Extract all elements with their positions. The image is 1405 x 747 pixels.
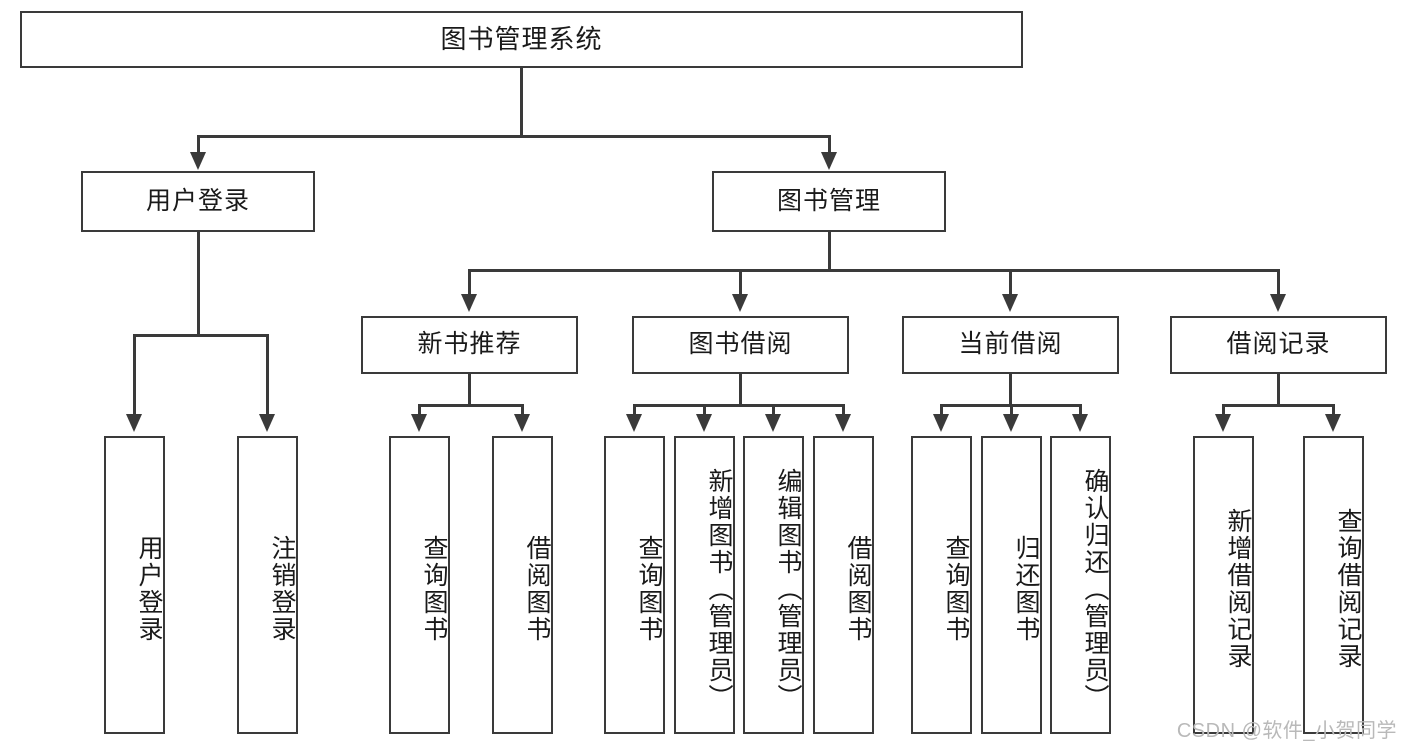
edge-book-borrow-leaf-0	[633, 404, 636, 418]
edge-new-book-recommend-bus	[418, 404, 524, 407]
edge-current-borrow-stem	[1009, 374, 1012, 406]
edge-user-login-to-leaf-1	[266, 334, 269, 418]
edge-current-borrow-leaf-1	[1010, 404, 1013, 418]
node-label: 编辑图书（管理员）	[774, 467, 802, 711]
node-new-book-recommend[interactable]: 新书推荐	[361, 316, 578, 374]
arrowhead-current-borrow-leaf-2	[1072, 414, 1088, 432]
node-label: 借阅图书	[844, 535, 872, 643]
edge-new-book-recommend-leaf-1	[521, 404, 524, 418]
node-label: 新增图书（管理员）	[705, 467, 733, 711]
edge-book-borrow-stem	[739, 374, 742, 406]
node-label: 新增借阅记录	[1224, 508, 1252, 670]
node-label: 查询图书	[635, 535, 663, 643]
node-label: 查询图书	[942, 535, 970, 643]
leaf-new-book-borrow-book[interactable]: 借阅图书	[492, 436, 553, 734]
node-label: 归还图书	[1012, 535, 1040, 643]
edge-borrow-record-stem	[1277, 374, 1280, 406]
arrowhead-to-user-login	[190, 152, 206, 170]
arrowhead-current-borrow-leaf-1	[1003, 414, 1019, 432]
arrowhead-book-borrow-leaf-0	[626, 414, 642, 432]
node-book-borrow[interactable]: 图书借阅	[632, 316, 849, 374]
leaf-book-borrow-edit-book-admin[interactable]: 编辑图书（管理员）	[743, 436, 804, 734]
leaf-book-borrow-add-book-admin[interactable]: 新增图书（管理员）	[674, 436, 735, 734]
edge-current-borrow-leaf-2	[1079, 404, 1082, 418]
edge-root-stem	[520, 68, 523, 136]
edge-root-bus	[197, 135, 831, 138]
edge-root-to-user-login	[197, 135, 200, 157]
node-label: 新书推荐	[417, 330, 522, 359]
edge-user-login-bus	[133, 334, 269, 337]
node-book-management[interactable]: 图书管理	[712, 171, 946, 232]
node-label: 确认归还（管理员）	[1081, 467, 1109, 711]
arrowhead-to-book-management	[821, 152, 837, 170]
arrowhead-new-book-recommend	[461, 294, 477, 312]
node-label: 查询借阅记录	[1334, 508, 1362, 670]
edge-book-management-stem	[828, 232, 831, 272]
node-label: 图书管理系统	[440, 24, 603, 55]
node-root-book-management-system[interactable]: 图书管理系统	[20, 11, 1023, 68]
arrowhead-new-book-recommend-leaf-1	[514, 414, 530, 432]
arrowhead-book-borrow-leaf-1	[696, 414, 712, 432]
arrowhead-book-borrow-leaf-2	[765, 414, 781, 432]
arrowhead-borrow-record-leaf-1	[1325, 414, 1341, 432]
edge-to-current-borrow	[1009, 269, 1012, 297]
edge-user-login-to-leaf-0	[133, 334, 136, 418]
edge-book-borrow-bus	[633, 404, 845, 407]
arrowhead-new-book-recommend-leaf-0	[411, 414, 427, 432]
leaf-user-login-logout[interactable]: 注销登录	[237, 436, 298, 734]
node-label: 用户登录	[145, 186, 250, 215]
edge-book-borrow-leaf-2	[772, 404, 775, 418]
edge-to-new-book-recommend	[468, 269, 471, 297]
leaf-new-book-query-book[interactable]: 查询图书	[389, 436, 450, 734]
node-label: 当前借阅	[958, 330, 1063, 359]
leaf-current-borrow-return-book[interactable]: 归还图书	[981, 436, 1042, 734]
edge-to-book-borrow	[739, 269, 742, 297]
edge-user-login-stem	[197, 232, 200, 336]
leaf-book-borrow-borrow-book[interactable]: 借阅图书	[813, 436, 874, 734]
arrowhead-book-borrow-leaf-3	[835, 414, 851, 432]
edge-new-book-recommend-stem	[468, 374, 471, 406]
edge-root-to-book-management	[828, 135, 831, 157]
arrowhead-current-borrow-leaf-0	[933, 414, 949, 432]
edge-borrow-record-leaf-0	[1222, 404, 1225, 418]
edge-new-book-recommend-leaf-0	[418, 404, 421, 418]
arrowhead-book-borrow	[732, 294, 748, 312]
leaf-book-borrow-query-book[interactable]: 查询图书	[604, 436, 665, 734]
node-label: 用户登录	[135, 535, 163, 643]
node-label: 图书借阅	[688, 330, 793, 359]
arrowhead-user-login-leaf-0	[126, 414, 142, 432]
node-user-login[interactable]: 用户登录	[81, 171, 315, 232]
arrowhead-borrow-record	[1270, 294, 1286, 312]
edge-current-borrow-leaf-0	[940, 404, 943, 418]
node-label: 借阅图书	[523, 535, 551, 643]
edge-borrow-record-bus	[1222, 404, 1335, 407]
leaf-borrow-record-add-record[interactable]: 新增借阅记录	[1193, 436, 1254, 734]
node-current-borrow[interactable]: 当前借阅	[902, 316, 1119, 374]
edge-book-borrow-leaf-1	[703, 404, 706, 418]
edge-book-borrow-leaf-3	[842, 404, 845, 418]
node-label: 查询图书	[420, 535, 448, 643]
edge-borrow-record-leaf-1	[1332, 404, 1335, 418]
leaf-borrow-record-query-record[interactable]: 查询借阅记录	[1303, 436, 1364, 734]
arrowhead-current-borrow	[1002, 294, 1018, 312]
node-label: 图书管理	[776, 186, 881, 215]
leaf-current-borrow-confirm-return-admin[interactable]: 确认归还（管理员）	[1050, 436, 1111, 734]
leaf-current-borrow-query-book[interactable]: 查询图书	[911, 436, 972, 734]
edge-to-borrow-record	[1277, 269, 1280, 297]
node-label: 注销登录	[268, 535, 296, 643]
edge-level3-bus	[468, 269, 1280, 272]
node-label: 借阅记录	[1226, 330, 1331, 359]
arrowhead-user-login-leaf-1	[259, 414, 275, 432]
leaf-user-login-login[interactable]: 用户登录	[104, 436, 165, 734]
node-borrow-record[interactable]: 借阅记录	[1170, 316, 1387, 374]
arrowhead-borrow-record-leaf-0	[1215, 414, 1231, 432]
